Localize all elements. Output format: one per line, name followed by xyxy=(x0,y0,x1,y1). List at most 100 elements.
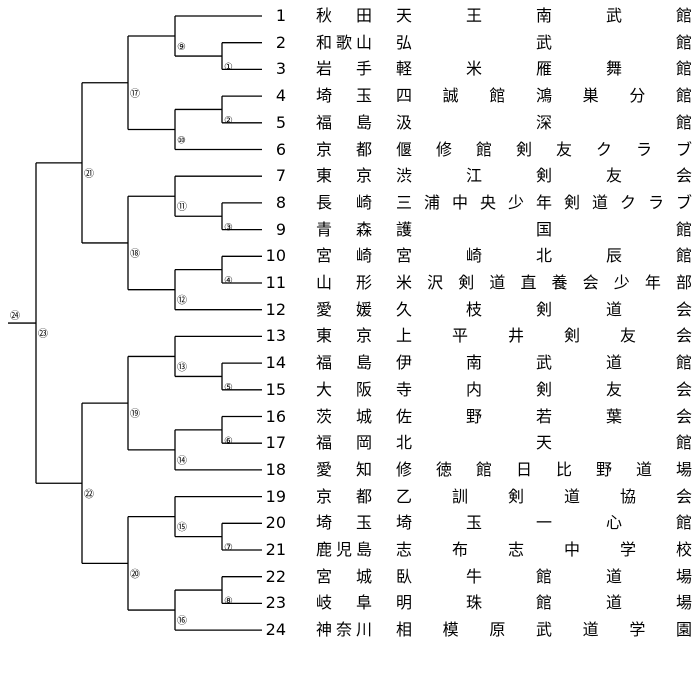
entry-team: 渋 江 剣 友 会 xyxy=(396,166,692,186)
entry-prefecture: 福 島 xyxy=(316,353,372,373)
entry-team: 軽 米 雁 舞 館 xyxy=(396,59,692,79)
entry-prefecture: 岐 阜 xyxy=(316,593,372,613)
entry-team: 臥 牛 館 道 場 xyxy=(396,566,692,586)
match-label: ㉑ xyxy=(84,168,94,180)
entry-prefecture: 愛 知 xyxy=(316,459,372,479)
entry-prefecture: 京 都 xyxy=(316,139,372,159)
entry-prefecture: 宮 城 xyxy=(316,566,372,586)
entry-number: 19 xyxy=(265,486,286,506)
entry-team: 天 王 南 武 館 xyxy=(396,6,692,25)
entry-prefecture: 東 京 xyxy=(316,326,372,346)
entry-team: 修 徳 館 日 比 野 道 場 xyxy=(396,459,692,479)
match-label: ⑩ xyxy=(177,135,186,146)
match-label: ⑭ xyxy=(177,455,187,467)
match-label: ㉔ xyxy=(10,310,20,322)
entry-number: 3 xyxy=(275,59,286,79)
entry-row: 11 山 形 米 沢 剣 道 直 養 会 少 年 部 xyxy=(0,270,700,296)
entry-row: 22 宮 城 臥 牛 館 道 場 xyxy=(0,564,700,590)
entry-prefecture: 山 形 xyxy=(316,273,372,292)
entry-team: 伊 南 武 道 館 xyxy=(396,353,692,373)
entry-number: 12 xyxy=(265,299,286,319)
entry-prefecture: 秋 田 xyxy=(316,6,372,25)
entry-team: 米 沢 剣 道 直 養 会 少 年 部 xyxy=(396,273,692,292)
entry-number: 6 xyxy=(275,139,286,159)
entry-team: 三 浦 中 央 少 年 剣 道 ク ラ ブ xyxy=(396,192,692,212)
entry-number: 22 xyxy=(265,566,286,586)
match-label: ⑨ xyxy=(177,42,186,53)
entry-number: 16 xyxy=(265,406,286,426)
entry-row: 23 岐 阜 明 珠 館 道 場 xyxy=(0,590,700,616)
entry-prefecture: 茨 城 xyxy=(316,406,372,426)
entry-prefecture: 宮 崎 xyxy=(316,246,372,266)
entry-team: 上 平 井 剣 友 会 xyxy=(396,326,692,346)
entry-number: 20 xyxy=(265,513,286,533)
match-label: ⑦ xyxy=(224,543,233,554)
entry-number: 2 xyxy=(275,32,286,52)
entry-team: 四 誠 館 鴻 巣 分 館 xyxy=(396,86,692,106)
entry-team: 志 布 志 中 学 校 xyxy=(396,540,692,559)
match-label: ㉓ xyxy=(38,328,48,340)
entry-number: 10 xyxy=(265,246,286,266)
entry-row: 3 岩 手 軽 米 雁 舞 館 xyxy=(0,56,700,82)
entry-row: 13 東 京 上 平 井 剣 友 会 xyxy=(0,323,700,349)
entry-team: 明 珠 館 道 場 xyxy=(396,593,692,613)
entry-prefecture: 東 京 xyxy=(316,166,372,186)
entry-row: 12 愛 媛 久 枝 剣 道 会 xyxy=(0,297,700,323)
match-label: ⑱ xyxy=(130,248,140,260)
match-label: ⑥ xyxy=(224,436,233,447)
match-label: ⑳ xyxy=(130,568,140,580)
entry-team: 久 枝 剣 道 会 xyxy=(396,299,692,319)
entry-team: 寺 内 剣 友 会 xyxy=(396,379,692,399)
match-label: ⑲ xyxy=(130,408,140,420)
entry-prefecture: 埼 玉 xyxy=(316,513,372,533)
entry-number: 13 xyxy=(265,326,286,346)
entry-row: 1 秋 田 天 王 南 武 館 xyxy=(0,3,700,29)
entry-team: 埼 玉 一 心 館 xyxy=(396,513,692,533)
entry-number: 14 xyxy=(265,353,286,373)
match-label: ⑬ xyxy=(177,361,187,373)
entry-prefecture: 岩 手 xyxy=(316,59,372,79)
entry-row: 10 宮 崎 宮 崎 北 辰 館 xyxy=(0,243,700,269)
entry-number: 15 xyxy=(265,379,286,399)
entry-prefecture: 長 崎 xyxy=(316,192,372,212)
entry-number: 11 xyxy=(265,273,286,292)
entry-row: 24 神奈川 相 模 原 武 道 学 園 xyxy=(0,617,700,643)
entry-team: 北 天 館 xyxy=(396,433,692,453)
entry-number: 24 xyxy=(265,620,286,640)
match-label: ④ xyxy=(224,276,233,287)
entry-prefecture: 福 島 xyxy=(316,112,372,132)
entry-team: 弘 武 館 xyxy=(396,32,692,52)
entry-team: 護 国 館 xyxy=(396,219,692,239)
match-label: ⑤ xyxy=(224,382,233,393)
entry-number: 8 xyxy=(275,192,286,212)
entry-row: 16 茨 城 佐 野 若 葉 会 xyxy=(0,404,700,430)
entry-number: 1 xyxy=(275,6,286,25)
entry-number: 17 xyxy=(265,433,286,453)
entry-row: 17 福 岡 北 天 館 xyxy=(0,430,700,456)
entry-number: 21 xyxy=(265,540,286,559)
entry-prefecture: 神奈川 xyxy=(316,620,372,640)
entry-number: 4 xyxy=(275,86,286,106)
entry-prefecture: 愛 媛 xyxy=(316,299,372,319)
entry-prefecture: 和歌山 xyxy=(316,32,372,52)
entry-prefecture: 福 岡 xyxy=(316,433,372,453)
entry-team: 汲 深 館 xyxy=(396,112,692,132)
match-label: ㉒ xyxy=(84,488,94,500)
entry-row: 14 福 島 伊 南 武 道 館 xyxy=(0,350,700,376)
match-label: ② xyxy=(224,115,233,126)
entry-prefecture: 鹿児島 xyxy=(316,540,372,559)
entry-team: 佐 野 若 葉 会 xyxy=(396,406,692,426)
match-label: ⑰ xyxy=(130,88,140,100)
entry-team: 相 模 原 武 道 学 園 xyxy=(396,620,692,640)
entry-team: 宮 崎 北 辰 館 xyxy=(396,246,692,266)
match-label: ⑯ xyxy=(177,615,187,627)
entry-number: 23 xyxy=(265,593,286,613)
match-label: ⑫ xyxy=(177,295,187,307)
